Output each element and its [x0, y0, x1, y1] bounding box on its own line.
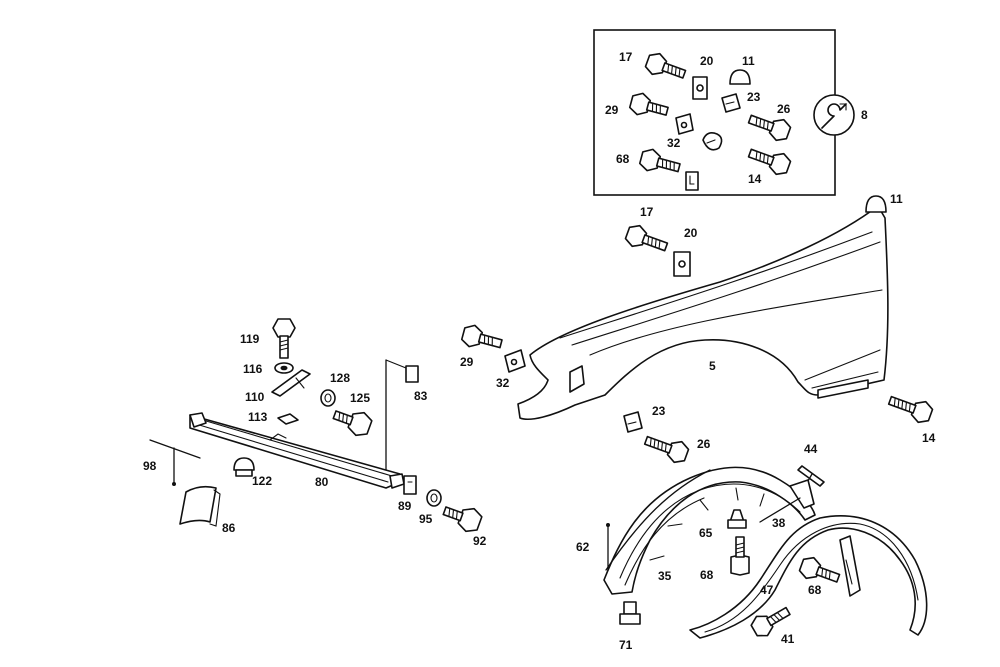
bracket-38 [759, 479, 815, 523]
label-92: 92 [473, 534, 487, 548]
inset-cap-11 [729, 69, 751, 85]
rail-80 [189, 412, 405, 489]
seal-62 [605, 469, 711, 571]
label-119: 119 [240, 332, 260, 346]
inset-screw-68 [638, 148, 681, 173]
inset-nut-plate-20 [692, 76, 708, 100]
label-80: 80 [315, 475, 329, 489]
label-122: 122 [252, 474, 272, 488]
inset-label-17: 17 [619, 50, 633, 64]
label-23: 23 [652, 404, 666, 418]
label-44: 44 [804, 442, 818, 456]
wrench-icon [813, 94, 855, 136]
inset-label-11: 11 [742, 54, 755, 68]
inset-screw-14 [747, 148, 792, 176]
bracket-32 [504, 349, 526, 373]
inset-bolt-29 [628, 92, 669, 116]
inset-bolt-17 [644, 52, 687, 79]
inset-label-23: 23 [747, 90, 761, 104]
screw-26 [643, 435, 690, 464]
label-32: 32 [496, 376, 510, 390]
push-clip-65 [727, 509, 747, 529]
label-29: 29 [460, 355, 474, 369]
screw-14 [887, 395, 934, 424]
inset-clip-nut [702, 132, 723, 151]
inset-label-26: 26 [777, 102, 791, 116]
flap-86 [179, 485, 221, 527]
bracket-83 [385, 359, 419, 479]
inset-screw-26 [747, 114, 792, 142]
label-62: 62 [576, 540, 590, 554]
label-5: 5 [709, 359, 716, 373]
label-113: 113 [248, 410, 268, 424]
label-71: 71 [619, 638, 633, 652]
bolt-92 [442, 506, 483, 533]
liner-bracket [839, 535, 861, 597]
label-125: 125 [350, 391, 370, 405]
washer-128 [320, 389, 336, 407]
bolt-29 [460, 324, 503, 349]
bolt-125 [332, 410, 373, 437]
clip-113 [277, 413, 299, 425]
inset-label-32: 32 [667, 136, 681, 150]
label-20: 20 [684, 226, 698, 240]
label-86: 86 [222, 521, 236, 535]
inset-label-29: 29 [605, 103, 619, 117]
label-8: 8 [861, 108, 868, 122]
label-68b: 68 [808, 583, 822, 597]
nut-plate-20 [673, 251, 691, 277]
label-14: 14 [922, 431, 936, 445]
washer-95 [426, 489, 442, 507]
inset-clip-23 [721, 93, 741, 113]
trim-98 [149, 439, 201, 486]
label-38: 38 [772, 516, 786, 530]
bolt-17 [624, 224, 669, 252]
label-128: 128 [330, 371, 350, 385]
plug-122 [233, 457, 255, 477]
washer-116 [274, 362, 294, 374]
label-17: 17 [640, 205, 654, 219]
inset-bracket-32 [675, 113, 694, 135]
label-95: 95 [419, 512, 433, 526]
label-47: 47 [760, 583, 774, 597]
label-11: 11 [890, 192, 903, 206]
label-35: 35 [658, 569, 672, 583]
inset-small-bracket [685, 171, 699, 191]
label-98: 98 [143, 459, 157, 473]
clip-89 [403, 475, 417, 495]
screw-68b [798, 556, 841, 583]
label-41: 41 [781, 632, 795, 646]
label-68a: 68 [700, 568, 714, 582]
fender-5 [517, 205, 889, 421]
inset-label-68: 68 [616, 152, 630, 166]
clip-23 [623, 411, 643, 433]
liner-35 [603, 466, 816, 595]
cap-11 [865, 195, 887, 213]
bolt-119 [272, 318, 296, 359]
screw-41 [750, 606, 791, 637]
inset-label-14: 14 [748, 172, 762, 186]
screw-68a [730, 536, 750, 576]
liner-47 [689, 515, 928, 639]
fastener-71 [619, 601, 641, 625]
label-110: 110 [245, 390, 265, 404]
label-65: 65 [699, 526, 713, 540]
bracket-110 [271, 369, 311, 397]
inset-label-20: 20 [700, 54, 714, 68]
label-89: 89 [398, 499, 412, 513]
label-116: 116 [243, 362, 263, 376]
label-26: 26 [697, 437, 711, 451]
label-83: 83 [414, 389, 428, 403]
